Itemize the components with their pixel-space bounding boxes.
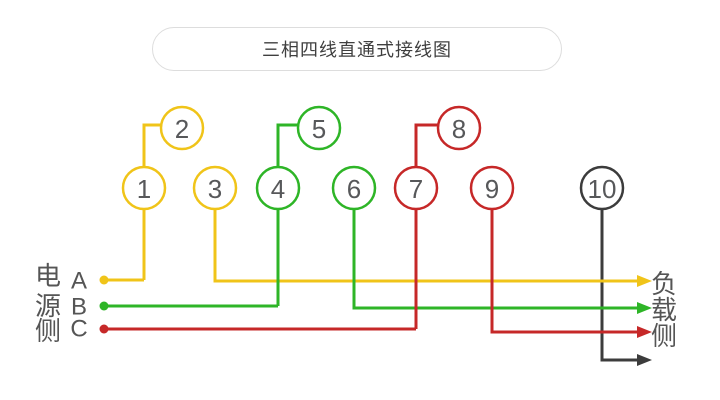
terminal-10-circle <box>579 165 625 211</box>
phase-b-in-junction-dot <box>99 301 109 311</box>
source-side-char-1: 电 <box>35 261 61 291</box>
neutral-out-arrowhead-icon <box>637 354 652 366</box>
phase-b-out-wire <box>352 209 637 310</box>
terminal-2-number: 2 <box>175 114 189 144</box>
terminal-6-number: 6 <box>347 174 361 204</box>
terminal-9-number: 9 <box>485 174 499 204</box>
load-side-char-1: 负 <box>651 269 677 299</box>
terminal-5-number: 5 <box>312 114 326 144</box>
phase-c-out-wire <box>490 209 637 334</box>
source-side-char-3: 侧 <box>35 316 61 346</box>
terminal-5-circle <box>296 105 342 151</box>
diagram-title-pill: 三相四线直通式接线图 <box>152 27 562 71</box>
terminal-8-number: 8 <box>452 114 466 144</box>
phase-a-out-wire <box>213 209 637 283</box>
terminal-3-circle <box>192 165 238 211</box>
terminal2-terminal1-wire <box>142 123 161 167</box>
phase-a-in-junction-dot <box>99 275 109 285</box>
phase-c-in-junction-dot <box>99 324 109 334</box>
load-side-char-3: 侧 <box>651 321 677 351</box>
terminal-2-circle <box>159 105 205 151</box>
phase-c-out-arrowhead-icon <box>637 326 652 338</box>
terminal-1-number: 1 <box>137 174 151 204</box>
terminal-10-number: 10 <box>588 174 617 204</box>
source-side-char-2: 源 <box>35 291 61 321</box>
phase-label-c: C <box>70 316 87 343</box>
terminal-6-circle <box>331 165 377 211</box>
terminal-9-circle <box>469 165 515 211</box>
terminal5-terminal4-wire <box>276 123 298 167</box>
terminal-3-number: 3 <box>208 174 222 204</box>
terminal8-terminal7-wire <box>414 123 438 167</box>
terminal-8-circle <box>436 105 482 151</box>
phase-b-out-arrowhead-icon <box>637 302 652 314</box>
phase-label-b: B <box>71 294 87 321</box>
phase-label-a: A <box>71 268 87 295</box>
neutral-out-wire <box>600 209 637 362</box>
load-side-char-2: 载 <box>651 295 677 325</box>
terminal-1-circle <box>121 165 167 211</box>
terminal-4-number: 4 <box>271 174 285 204</box>
phase-a-out-arrowhead-icon <box>637 275 652 287</box>
terminal-7-number: 7 <box>409 174 423 204</box>
terminal-4-circle <box>255 165 301 211</box>
diagram-title: 三相四线直通式接线图 <box>262 40 452 60</box>
terminal-7-circle <box>393 165 439 211</box>
